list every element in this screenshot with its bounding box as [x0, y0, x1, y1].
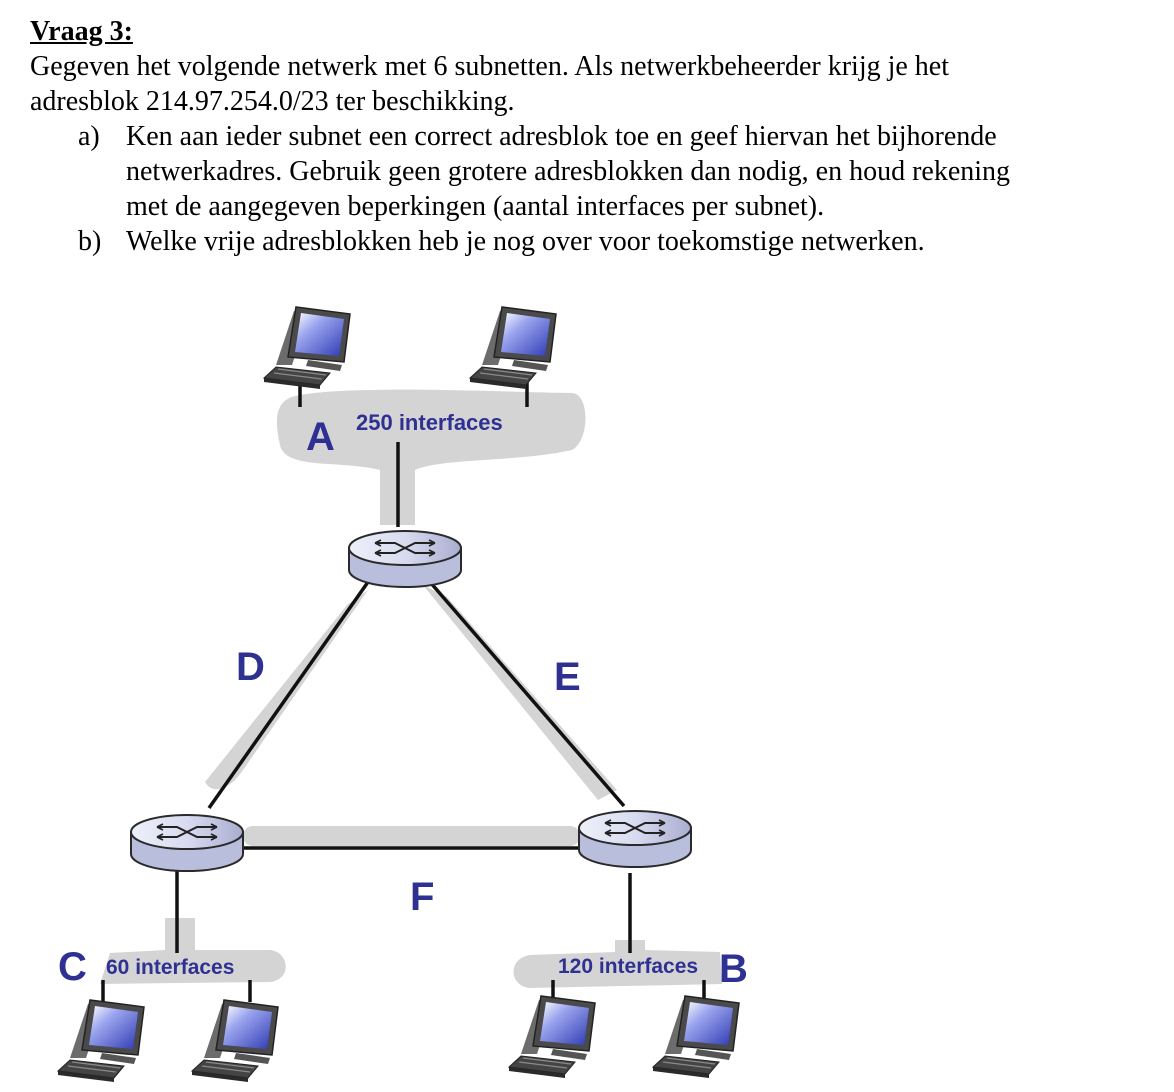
subnet-a-letter: A — [306, 415, 335, 459]
router-icon-left — [130, 814, 244, 872]
subnet-f-shading — [243, 826, 580, 846]
subnet-a-label: 250 interfaces — [356, 410, 503, 435]
subnet-f-letter: F — [410, 875, 434, 919]
item-b-marker: b) — [78, 226, 102, 257]
question-item-b: b) Welke vrije adresblokken heb je nog o… — [30, 224, 1160, 259]
subnet-b-label: 120 interfaces — [558, 955, 698, 978]
intro-line-1: Gegeven het volgende netwerk met 6 subne… — [30, 51, 950, 82]
computer-icon-b1 — [508, 995, 596, 1079]
router-icon-top — [348, 530, 462, 588]
subnet-c-label: 60 interfaces — [106, 956, 234, 979]
link-d — [207, 580, 370, 810]
item-a-line-3: met de aangegeven beperkingen (aantal in… — [126, 191, 825, 222]
subnet-b-letter: B — [719, 947, 748, 991]
question-text: Vraag 3: Gegeven het volgende netwerk me… — [30, 14, 1160, 259]
computer-icon-a1 — [263, 306, 351, 390]
subnet-c-letter: C — [58, 945, 87, 989]
item-a-marker: a) — [78, 121, 100, 152]
links — [101, 382, 706, 1002]
subnet-a-shading — [276, 389, 586, 525]
subnet-d-shading — [205, 590, 368, 790]
link-e — [428, 580, 626, 808]
router-icon-right — [578, 810, 692, 868]
computer-icon-a2 — [469, 306, 557, 390]
subnet-b-shading — [513, 940, 722, 988]
question-item-a: a) Ken aan ieder subnet een correct adre… — [30, 119, 1160, 224]
question-title: Vraag 3: — [30, 16, 133, 47]
subnet-e-shading — [423, 585, 617, 800]
item-b-line-1: Welke vrije adresblokken heb je nog over… — [126, 226, 925, 257]
item-a-line-2: netwerkadres. Gebruik geen grotere adres… — [126, 156, 1011, 187]
computer-icon-b2 — [652, 995, 740, 1079]
intro-line-2: adresblok 214.97.254.0/23 ter beschikkin… — [30, 86, 515, 117]
item-a-line-1: Ken aan ieder subnet een correct adresbl… — [126, 121, 997, 152]
subnet-e-letter: E — [554, 655, 581, 699]
subnet-shading — [100, 389, 722, 988]
computer-icon-c2 — [191, 999, 279, 1083]
subnet-c-shading — [100, 918, 286, 984]
computer-icon-c1 — [57, 999, 145, 1083]
subnet-d-letter: D — [236, 645, 265, 689]
